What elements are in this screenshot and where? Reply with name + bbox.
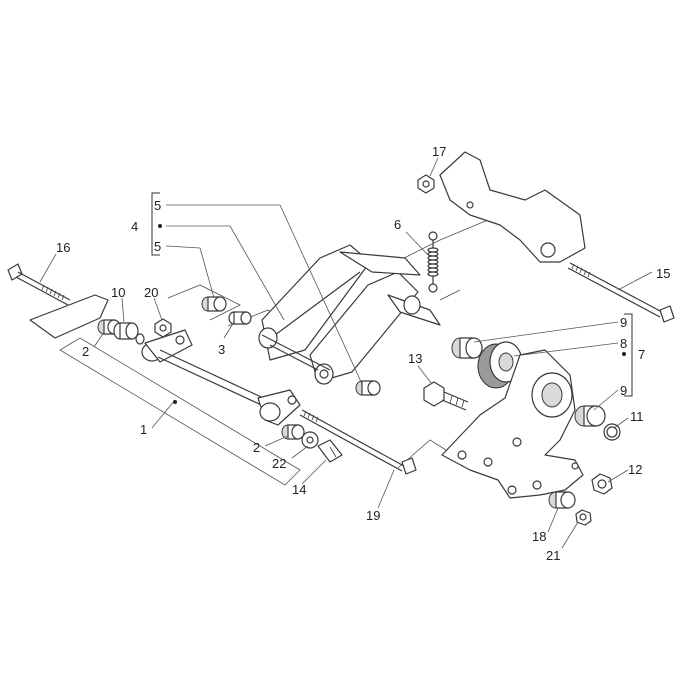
callout-labels: 16 10 20 2 1 3 5 4 5 6 17 15 9 8 7 9 13 …: [56, 144, 670, 563]
washer-part-22: [301, 431, 319, 449]
nut-part-20: [154, 318, 172, 338]
group-dot-1: [173, 400, 177, 404]
circlip-part-11: [603, 423, 621, 441]
callout-12: 12: [628, 462, 642, 477]
spring-part-6: [427, 231, 439, 293]
bearing-part-9-left: [451, 337, 483, 359]
frame-bracket-top: [439, 151, 586, 263]
callout-7: 7: [638, 347, 645, 362]
callout-22: 22: [272, 456, 286, 471]
callout-leader-lines: [39, 157, 653, 549]
nut-part-21: [575, 509, 592, 526]
callout-13: 13: [408, 351, 422, 366]
callout-1: 1: [140, 422, 147, 437]
group-bracket-7-8-9: [622, 313, 633, 397]
callout-5-top: 5: [154, 198, 161, 213]
callout-8: 8: [620, 336, 627, 351]
callout-9-top: 9: [620, 315, 627, 330]
swing-arm-part-4: [258, 244, 441, 385]
sleeve-part-5-lower: [355, 380, 381, 396]
shaft-part-1: [141, 329, 301, 426]
callout-2-left: 2: [82, 344, 89, 359]
callout-15: 15: [656, 266, 670, 281]
callout-21: 21: [546, 548, 560, 563]
callout-5-bottom: 5: [154, 239, 161, 254]
group-bracket-4-5: [151, 192, 162, 256]
callout-20: 20: [144, 285, 158, 300]
bolt-part-13: [423, 381, 469, 411]
bushing-part-2-right: [281, 424, 305, 440]
bolt-part-15: [567, 262, 675, 323]
bracket-plate-left: [29, 294, 109, 339]
callout-2-bottom: 2: [253, 440, 260, 455]
callout-10: 10: [111, 285, 125, 300]
bolt-part-16: [7, 263, 71, 306]
callout-4: 4: [131, 219, 138, 234]
callout-11: 11: [630, 409, 644, 424]
callout-6: 6: [394, 217, 401, 232]
callout-19: 19: [366, 508, 380, 523]
frame-bracket-hole: [540, 242, 556, 258]
bolt-part-19: [299, 409, 417, 475]
pin-part-3: [228, 311, 252, 325]
nut-part-12: [591, 473, 613, 495]
callout-9-bottom: 9: [620, 383, 627, 398]
callout-3: 3: [218, 342, 225, 357]
bushing-part-9-right: [574, 405, 606, 427]
callout-14: 14: [292, 482, 306, 497]
roller-bearing-part-10: [113, 322, 145, 345]
callout-16: 16: [56, 240, 70, 255]
spacer-part-18: [548, 491, 576, 509]
callout-17: 17: [432, 144, 446, 159]
sleeve-part-5-upper: [201, 296, 227, 312]
callout-18: 18: [532, 529, 546, 544]
nut-part-17: [417, 174, 435, 194]
stud-part-14: [317, 439, 343, 463]
